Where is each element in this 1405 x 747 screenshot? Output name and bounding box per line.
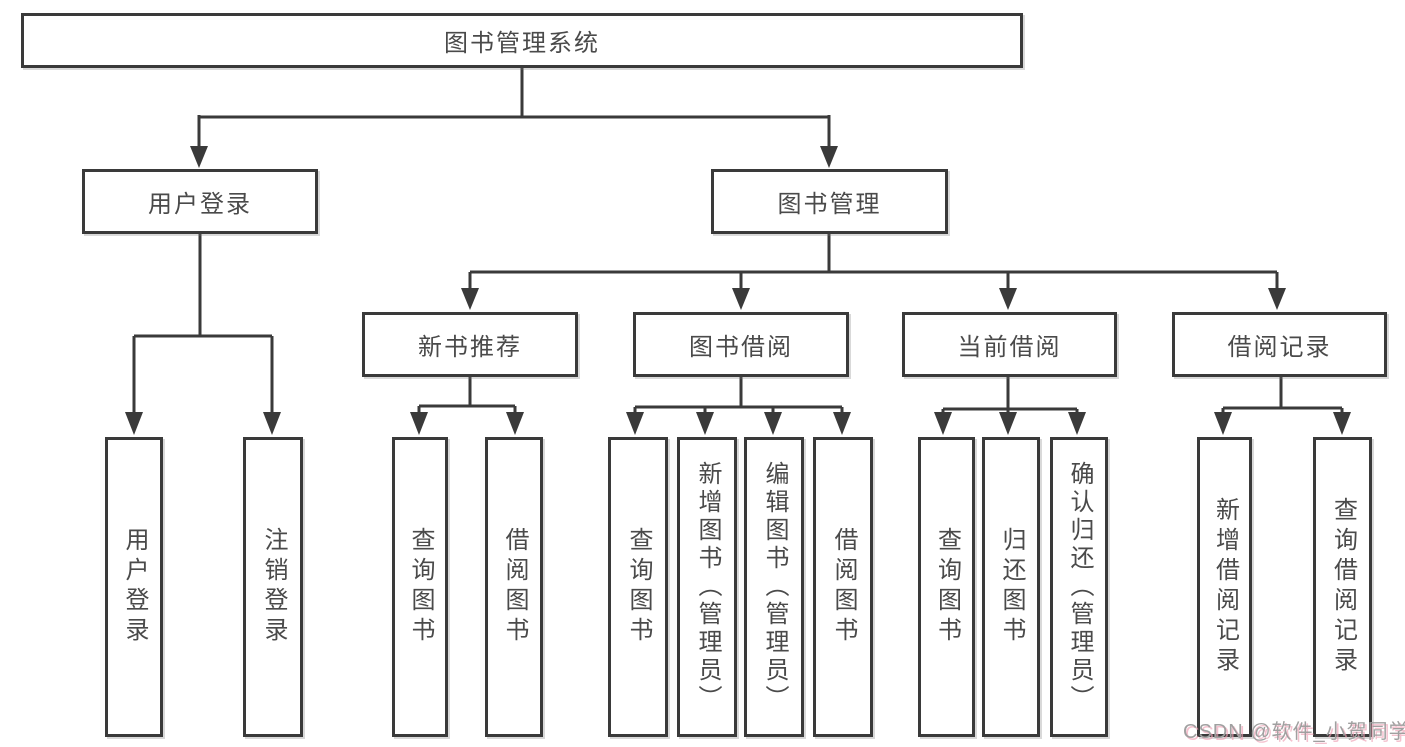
node-book-borrow: 图书借阅 [633, 312, 849, 377]
leaf-query-borrow-record: 查询借阅记录 [1313, 437, 1372, 737]
connector-user-login-children [125, 234, 281, 435]
leaf-logout-label: 注销登录 [260, 527, 287, 647]
leaf-query-book-1-label: 查询图书 [407, 527, 434, 647]
leaf-borrow-book-1-label: 借阅图书 [501, 527, 528, 647]
leaf-borrow-book-2-label: 借阅图书 [830, 527, 857, 647]
csdn-watermark: CSDN @软件_小贺同学 [1183, 721, 1405, 743]
leaf-edit-book-admin: 编辑图书（管理员） [744, 437, 804, 737]
leaf-user-login: 用户登录 [105, 437, 163, 737]
node-new-book-recommend: 新书推荐 [362, 312, 578, 377]
leaf-query-book-2-label: 查询图书 [625, 527, 652, 647]
leaf-add-book-admin: 新增图书（管理员） [677, 437, 737, 737]
leaf-return-book-label: 归还图书 [998, 527, 1025, 647]
leaf-query-book-3: 查询图书 [918, 437, 975, 737]
leaf-return-book: 归还图书 [982, 437, 1040, 737]
leaf-borrow-book-2: 借阅图书 [813, 437, 873, 737]
leaf-edit-book-admin-label: 编辑图书（管理员） [761, 461, 788, 713]
leaf-query-book-2: 查询图书 [608, 437, 668, 737]
node-book-management: 图书管理 [711, 169, 948, 234]
leaf-add-book-admin-label: 新增图书（管理员） [694, 461, 721, 713]
node-borrow-records: 借阅记录 [1172, 312, 1387, 377]
leaf-add-borrow-record-label: 新增借阅记录 [1211, 497, 1239, 677]
leaf-confirm-return-admin-label: 确认归还（管理员） [1066, 461, 1093, 713]
node-user-login: 用户登录 [82, 169, 318, 234]
leaf-confirm-return-admin: 确认归还（管理员） [1050, 437, 1108, 737]
connector-book-mgmt-children [461, 234, 1286, 310]
leaf-query-book-3-label: 查询图书 [933, 527, 961, 647]
connector-current-borrow-children [934, 377, 1086, 435]
connector-new-book-children [410, 377, 524, 435]
leaf-logout: 注销登录 [243, 437, 303, 737]
connector-records-children [1214, 377, 1351, 435]
leaf-user-login-label: 用户登录 [121, 527, 148, 647]
connector-root-to-level2 [190, 68, 838, 168]
node-current-borrow: 当前借阅 [902, 312, 1117, 377]
leaf-add-borrow-record: 新增借阅记录 [1197, 437, 1252, 737]
connector-borrow-children [626, 377, 851, 435]
leaf-query-book-1: 查询图书 [392, 437, 448, 737]
node-library-system: 图书管理系统 [21, 13, 1023, 68]
leaf-query-borrow-record-label: 查询借阅记录 [1329, 497, 1357, 677]
leaf-borrow-book-1: 借阅图书 [485, 437, 543, 737]
